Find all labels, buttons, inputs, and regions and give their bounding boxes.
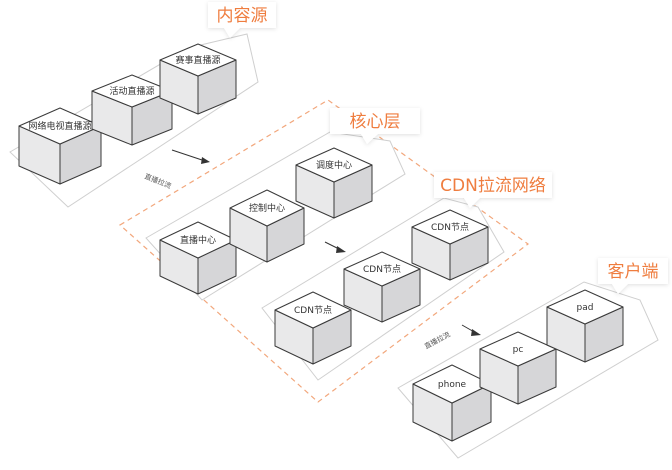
node-label: 活动直播源	[109, 85, 154, 97]
callout-cdn: CDN拉流网络	[434, 172, 552, 208]
callout-core: 核心层	[330, 108, 420, 144]
callout-core-title: 核心层	[350, 112, 401, 132]
node-box-core-0: 直播中心	[159, 221, 237, 295]
node-label: phone	[438, 380, 467, 390]
node-box-core-1: 控制中心	[229, 189, 305, 263]
node-label: 调度中心	[316, 159, 352, 171]
node-label: 控制中心	[249, 202, 285, 214]
node-box-client-1: pc	[479, 331, 557, 405]
node-label: CDN节点	[431, 222, 469, 233]
node-label: pc	[513, 345, 524, 355]
core-dashed-boundary	[118, 99, 530, 403]
node-box-client-2: pad	[546, 289, 624, 363]
arrow-label-cdn-to-client: 直播拉流	[423, 330, 452, 351]
node-label: 网络电视直播源	[28, 120, 91, 132]
node-label: CDN节点	[363, 264, 401, 275]
node-box-cdn-2: CDN节点	[411, 209, 489, 281]
callout-client-title: 客户端	[608, 262, 659, 282]
node-box-core-2: 调度中心	[295, 147, 373, 219]
node-label: pad	[577, 303, 594, 313]
callout-content-source-title: 内容源	[217, 6, 268, 26]
node-box-cdn-0: CDN节点	[274, 291, 352, 365]
arrow-core-to-cdn	[324, 241, 346, 253]
callout-client: 客户端	[598, 258, 668, 294]
node-box-content-source-2: 赛事直播源	[159, 43, 237, 115]
node-label: CDN节点	[294, 305, 332, 316]
arrow-label-source-to-core: 直播拉流	[143, 172, 172, 191]
node-label: 直播中心	[180, 234, 216, 246]
callout-content-source: 内容源	[208, 2, 276, 38]
node-box-cdn-1: CDN节点	[343, 251, 421, 323]
node-label: 赛事直播源	[175, 54, 220, 66]
node-box-client-0: phone	[412, 364, 492, 442]
arrow-source-to-core: 直播拉流	[143, 149, 210, 191]
node-box-content-source-0: 网络电视直播源	[18, 107, 102, 185]
callout-cdn-title: CDN拉流网络	[440, 176, 546, 196]
node-box-content-source-1: 活动直播源	[91, 74, 173, 146]
